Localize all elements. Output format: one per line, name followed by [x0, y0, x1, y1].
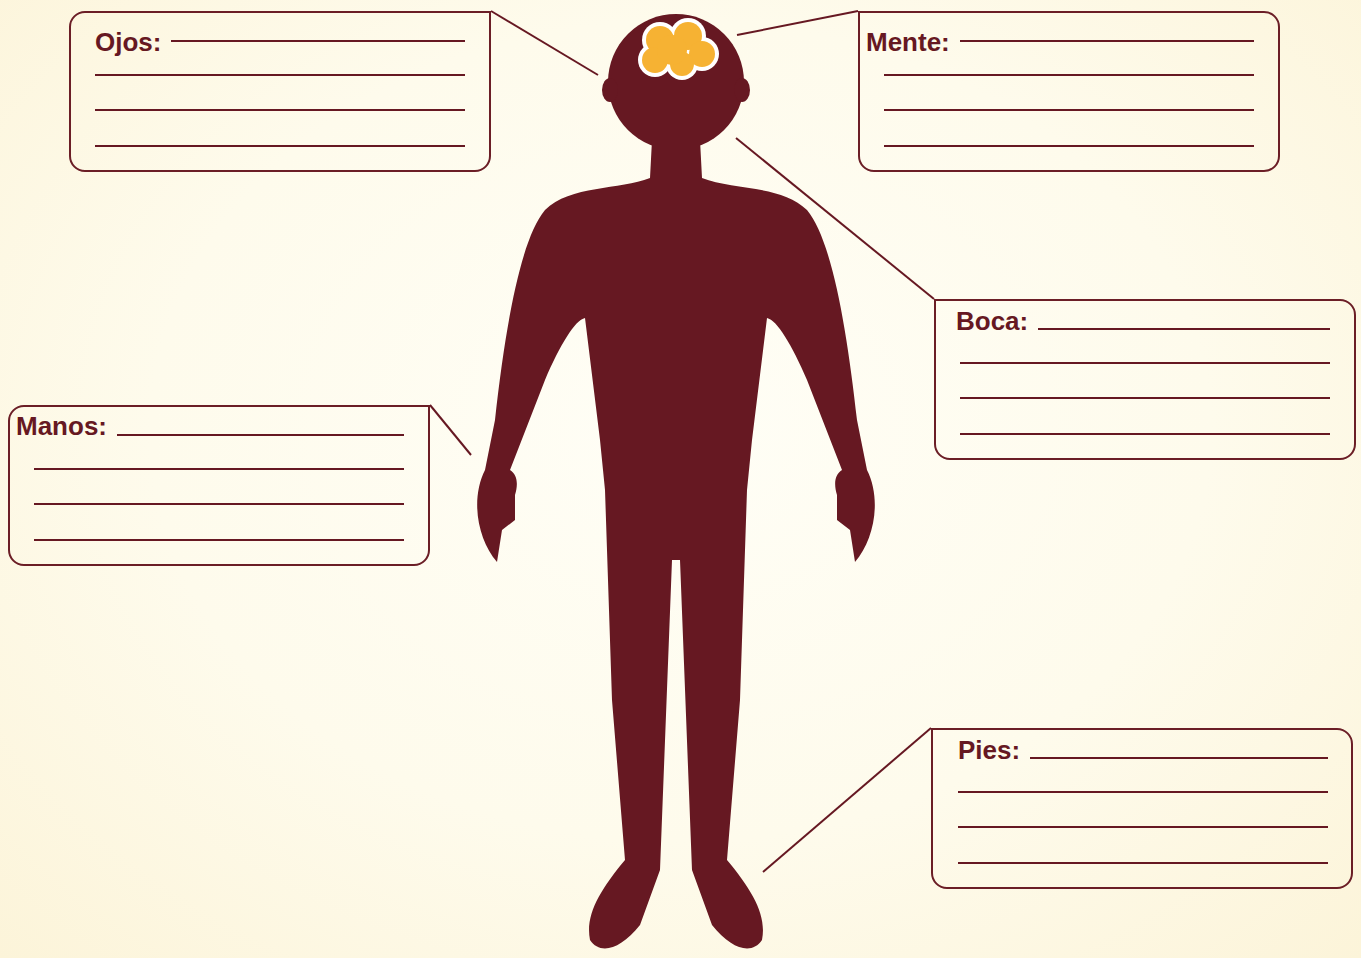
- writing-line: [958, 791, 1328, 793]
- writing-line: [884, 74, 1254, 76]
- writing-line: [958, 862, 1328, 864]
- callout-label: Pies:: [958, 735, 1020, 765]
- brain: [638, 18, 719, 80]
- writing-line: [884, 109, 1254, 111]
- writing-line: [95, 145, 465, 147]
- writing-line: [958, 826, 1328, 828]
- callout-box: Pies:: [931, 728, 1353, 889]
- writing-line: [171, 40, 465, 42]
- callout-label: Ojos:: [95, 27, 161, 57]
- callout-label: Manos:: [16, 411, 107, 441]
- writing-line: [960, 397, 1330, 399]
- callout-box: Manos:: [8, 405, 430, 566]
- callout-label: Mente:: [866, 27, 950, 57]
- writing-line: [34, 539, 404, 541]
- callout-box: Mente:: [858, 11, 1280, 172]
- writing-line: [34, 468, 404, 470]
- writing-line: [1030, 757, 1328, 759]
- silhouette: [477, 14, 875, 948]
- writing-line: [117, 434, 404, 436]
- writing-line: [960, 40, 1254, 42]
- writing-line: [960, 433, 1330, 435]
- callout-label: Boca:: [956, 306, 1028, 336]
- writing-line: [960, 362, 1330, 364]
- writing-line: [95, 74, 465, 76]
- writing-line: [34, 503, 404, 505]
- writing-line: [95, 109, 465, 111]
- callout-box: Boca:: [934, 299, 1356, 460]
- writing-line: [1038, 328, 1330, 330]
- callout-box: Ojos:: [69, 11, 491, 172]
- writing-line: [884, 145, 1254, 147]
